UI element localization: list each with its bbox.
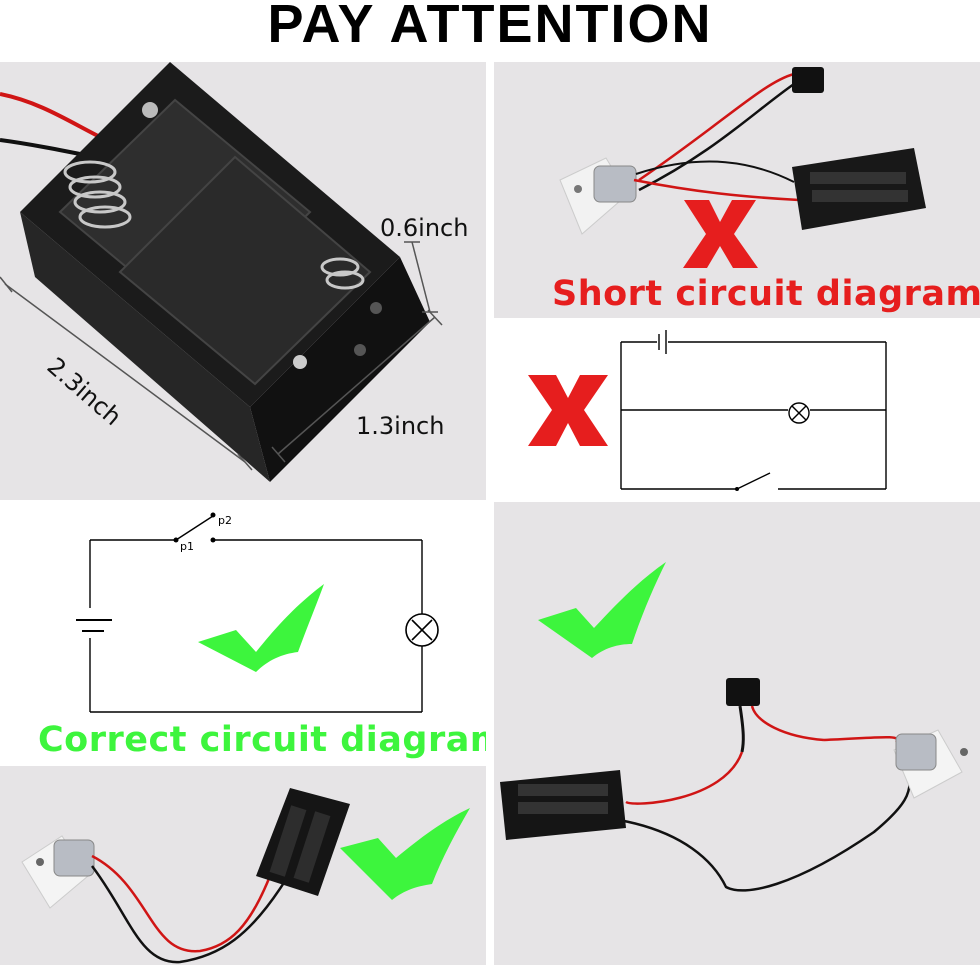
check-mark-icon: [340, 808, 470, 900]
cross-mark-icon: [683, 200, 758, 268]
short-circuit-caption: Short circuit diagram: [552, 274, 980, 314]
short-circuit-schematic: [528, 330, 887, 491]
battery-symbol-icon: [76, 619, 112, 632]
check-mark-icon: [198, 584, 324, 672]
correct-wiring-photo-panel: [0, 766, 486, 965]
battery-holder-panel: 0.6inch 2.3inch 1.3inch: [0, 62, 486, 500]
correct-wiring-photo: [21, 788, 470, 964]
battery-holder-illustration: [0, 62, 443, 482]
correct-circuit-caption: Correct circuit diagram: [38, 720, 486, 760]
height-dimension-label: 0.6inch: [380, 214, 469, 242]
width-dimension-label: 1.3inch: [356, 412, 445, 440]
correct-circuit-schematic: [76, 512, 439, 713]
short-circuit-schematic-panel: [494, 320, 980, 500]
cross-mark-icon: [528, 375, 608, 446]
short-circuit-photo: [559, 67, 926, 268]
page-title: PAY ATTENTION: [267, 0, 713, 54]
lamp-symbol-icon: [405, 613, 439, 647]
short-circuit-photo-panel: Short circuit diagram: [494, 62, 980, 318]
check-mark-icon: [538, 562, 666, 658]
correct-switch-wiring-photo-panel: [494, 502, 980, 965]
switch-pin-p2-label: p2: [218, 514, 232, 527]
correct-schematic-panel: p1 p2 Correct circuit diagram: [0, 502, 486, 764]
switch-pin-p1-label: p1: [180, 540, 194, 553]
correct-switch-wiring-photo: [500, 562, 968, 892]
